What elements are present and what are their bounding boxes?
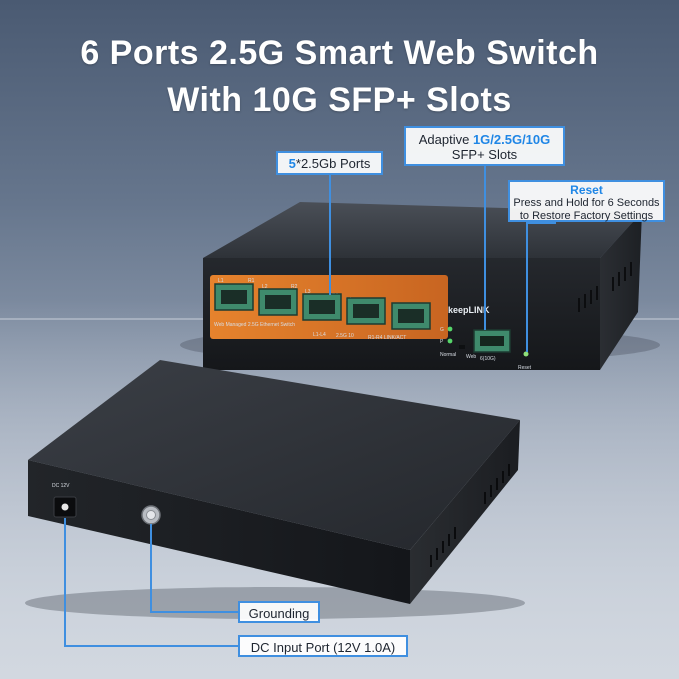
led-p-icon: [447, 338, 453, 344]
callout-reset-line1: Press and Hold for 6 Seconds: [513, 197, 660, 209]
brand-logo: keepLINK: [448, 305, 490, 315]
model-label: Web Managed 2.5G Ethernet Switch: [214, 322, 295, 328]
port-label-R1: R1: [248, 278, 255, 284]
mode-switch-icon: [459, 345, 465, 349]
port-label-R2: R2: [291, 284, 298, 290]
label-normal: Normal: [440, 352, 456, 358]
callout-reset-line2: to Restore Factory Settings: [519, 210, 654, 222]
leader-ground-v: [150, 524, 152, 612]
callout-sfp-line2: SFP+ Slots: [451, 147, 518, 162]
callout-sfp-prefix: Adaptive: [418, 132, 473, 147]
reset-button-icon: [523, 351, 529, 357]
rj45-port-3-socket: [309, 300, 335, 314]
callout-ports: 5*2.5Gb Ports: [276, 151, 383, 175]
leader-dc-v: [64, 518, 66, 646]
callout-sfp: Adaptive 1G/2.5G/10G SFP+ Slots: [404, 126, 565, 166]
label-reset: Reset: [518, 365, 532, 371]
callout-dc-input: DC Input Port (12V 1.0A): [238, 635, 408, 657]
led-label-p: P: [440, 339, 444, 345]
led-g-icon: [447, 326, 453, 332]
callout-ports-text: *2.5Gb Ports: [295, 156, 371, 171]
leader-ground-h: [150, 611, 238, 613]
rear-switch-top-surface: [28, 360, 520, 550]
leader-sfp: [484, 166, 486, 330]
switch-side-panel: [600, 212, 642, 370]
rj45-port-4-socket: [353, 304, 379, 318]
rear-switch-back-panel: [28, 460, 410, 604]
callout-sfp-speeds: 1G/2.5G/10G: [472, 132, 551, 147]
rj45-port-5-socket: [398, 309, 424, 323]
headline-line-1: 6 Ports 2.5G Smart Web Switch: [80, 34, 599, 72]
side-vents: [578, 262, 632, 312]
ground-screw-head: [146, 510, 156, 520]
legend-ports: L1-L4: [313, 332, 326, 338]
rj45-port-2-socket: [265, 295, 291, 309]
rj45-port-1-socket: [221, 290, 247, 304]
dc-jack-pin: [61, 503, 69, 511]
power-label: DC 12V: [52, 483, 70, 489]
sfp-slot-cage: [480, 336, 504, 346]
leader-dc-h: [64, 645, 238, 647]
switch-rear-view: DC 12V: [28, 360, 520, 604]
port-label-L1: L1: [218, 278, 224, 284]
port-label-L2: L2: [262, 284, 268, 290]
led-label-g: G: [440, 327, 444, 333]
callout-reset: Reset Press and Hold for 6 Seconds to Re…: [508, 180, 665, 222]
legend-speed: 2.5G 10: [336, 333, 354, 339]
port-label-L3: L3: [305, 289, 311, 295]
callout-ports-count: 5: [288, 156, 296, 171]
callout-grounding: Grounding: [238, 601, 320, 623]
switch-front-view: L1 R1 L2 R2 L3 R3 L4 R4 L5 R5 Web Manage…: [203, 202, 642, 371]
rear-side-vents: [430, 464, 510, 567]
rj45-ports: [214, 283, 431, 330]
legend-link: R1-R4 LINK/ACT: [368, 335, 406, 341]
leader-reset-v: [526, 222, 528, 352]
headline-line-2: With 10G SFP+ Slots: [167, 81, 512, 119]
callout-reset-title: Reset: [570, 183, 603, 197]
leader-ports: [329, 175, 331, 295]
label-sfp: 6(10G): [480, 356, 496, 362]
leader-reset-h: [526, 222, 556, 224]
label-web: Web: [466, 354, 476, 360]
